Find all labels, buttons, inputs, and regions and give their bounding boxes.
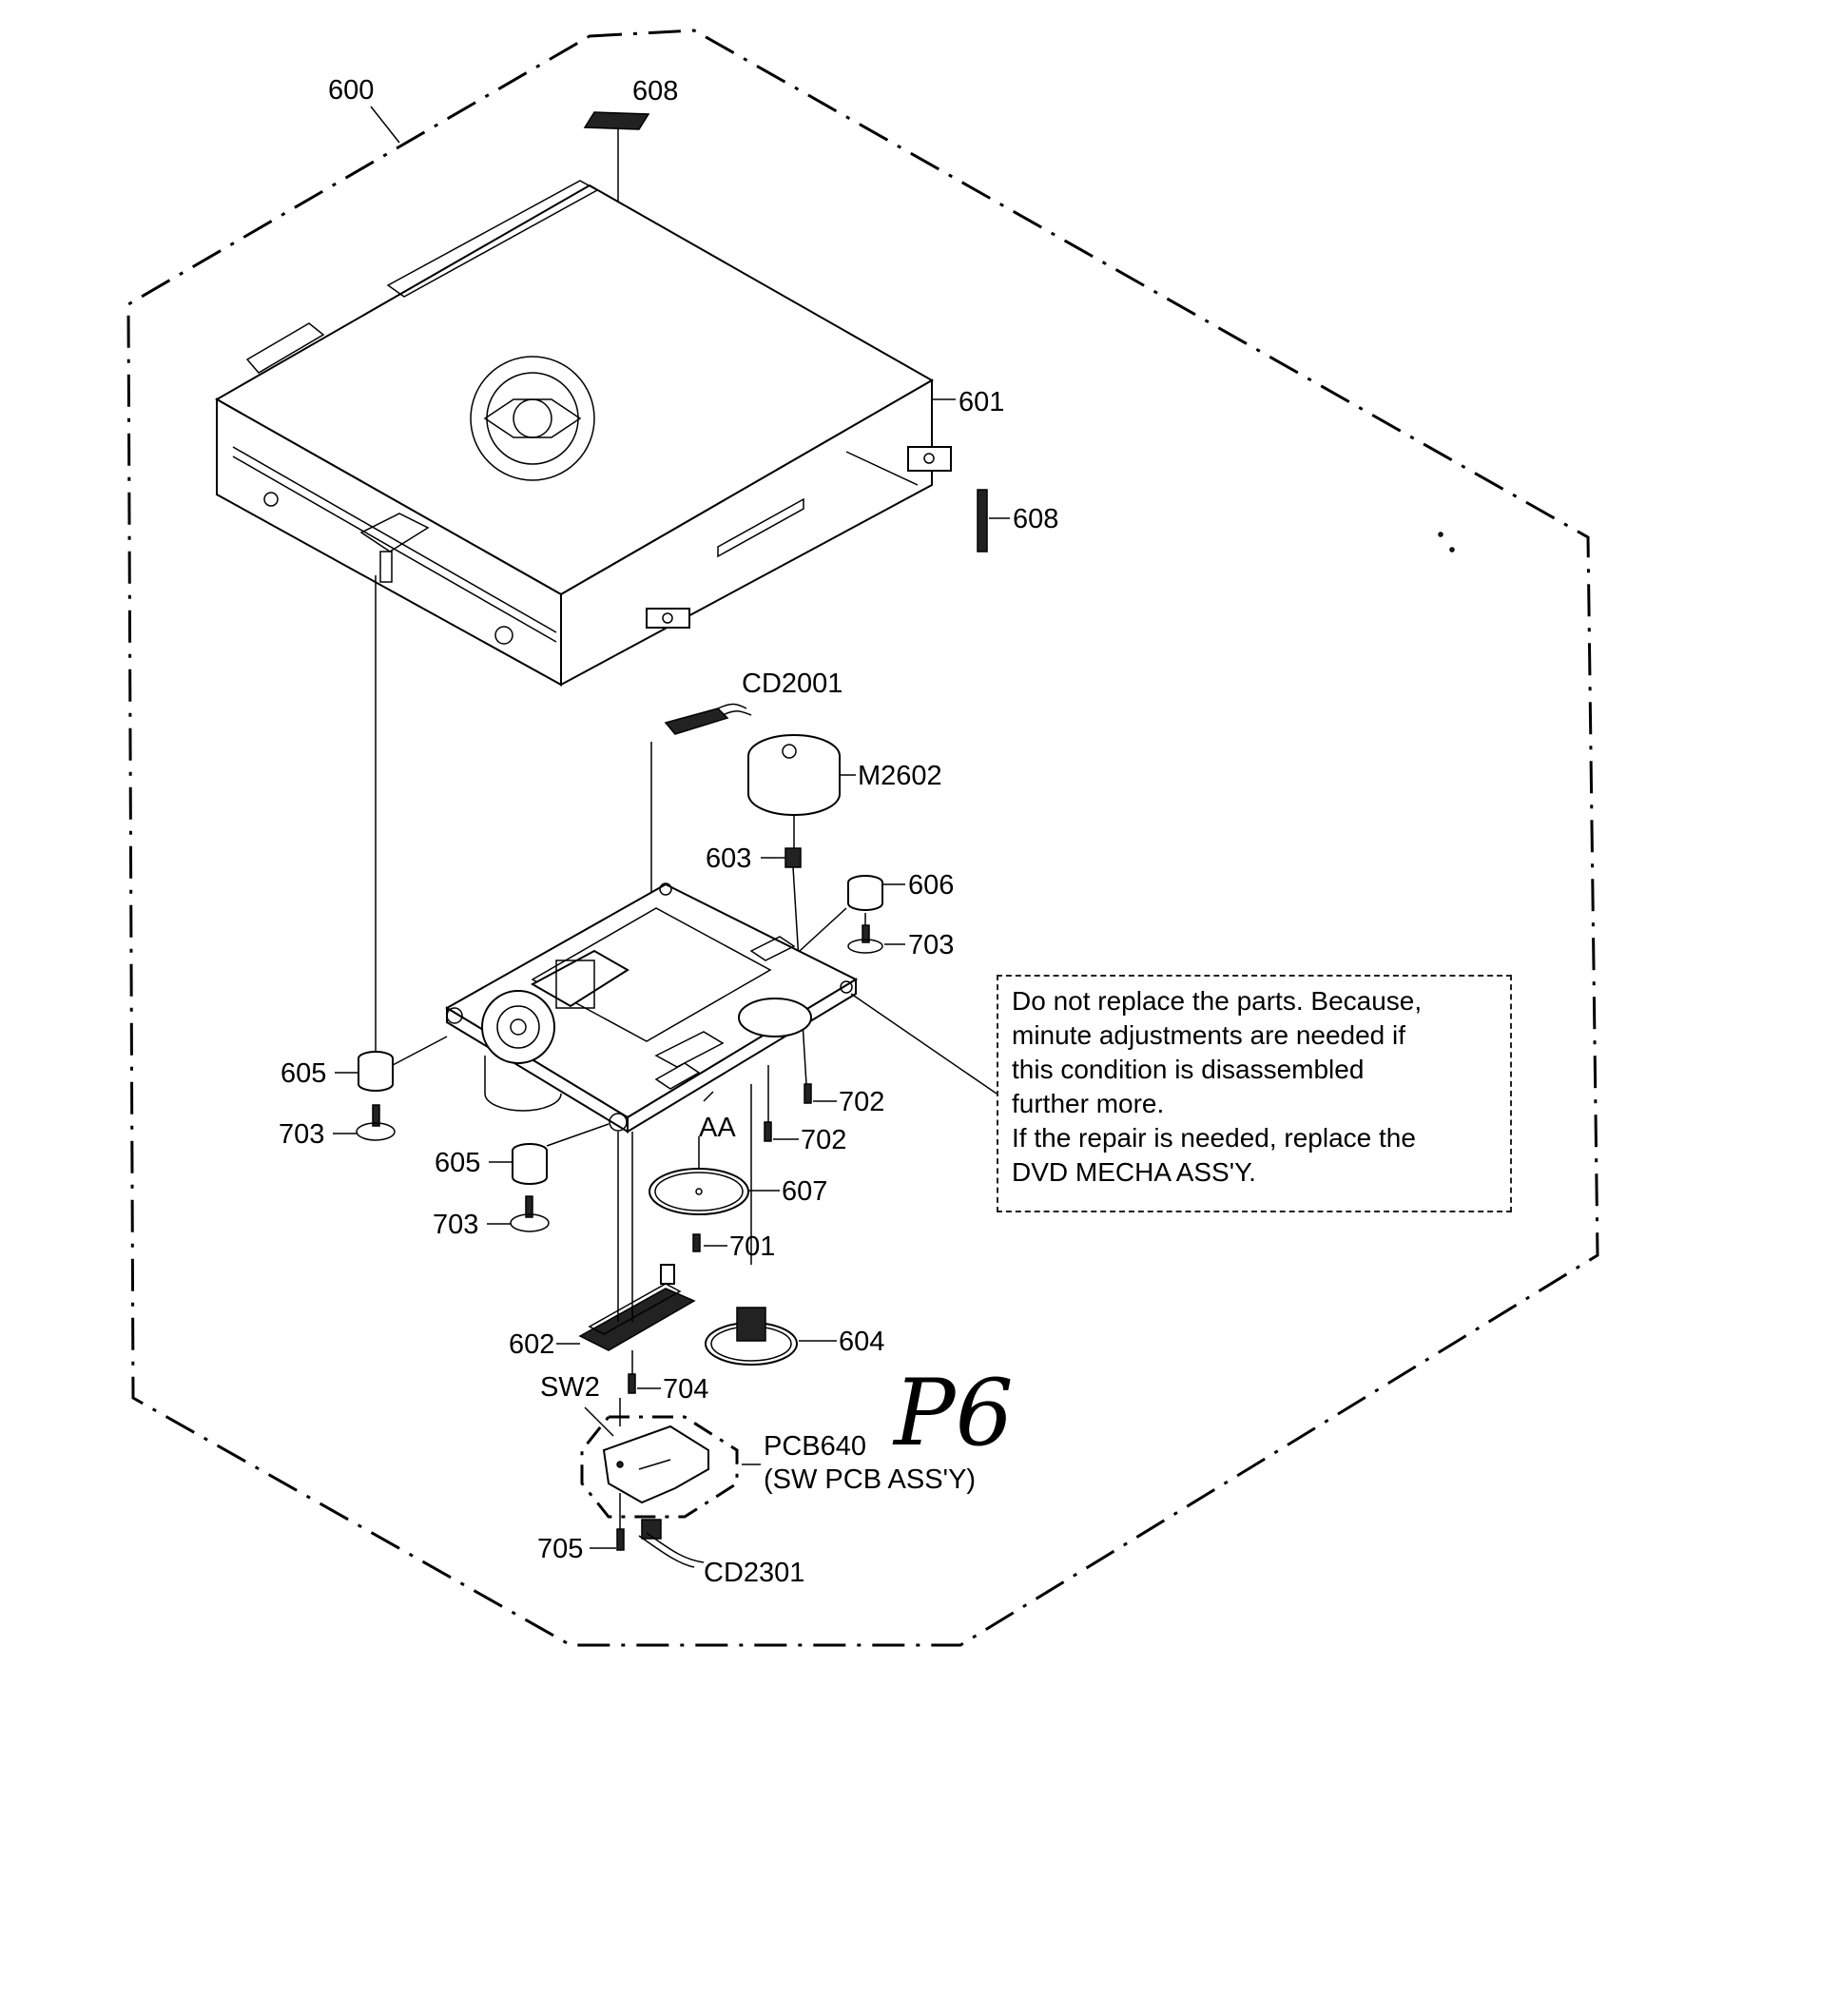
part-M2602-motor: [747, 734, 856, 861]
part-605-damper-lower: [489, 1123, 610, 1185]
part-703-screw-b: [333, 1104, 396, 1141]
label-703-lower: 703: [433, 1210, 478, 1240]
label-CD2301: CD2301: [704, 1558, 804, 1588]
part-705-screw: [590, 1528, 625, 1551]
part-608-side-tape: [977, 489, 1010, 552]
label-701: 701: [729, 1231, 775, 1262]
part-608-top-tape: [583, 111, 650, 207]
label-607: 607: [782, 1176, 827, 1207]
label-702-lower: 702: [801, 1125, 846, 1155]
part-703-screw-a: [847, 924, 905, 954]
handwritten-page-mark: P6: [894, 1360, 1014, 1466]
note-line-3: this condition is disassembled: [1012, 1055, 1365, 1084]
label-SW2: SW2: [540, 1372, 600, 1403]
note-line-6: DVD MECHA ASS'Y.: [1012, 1157, 1256, 1187]
part-606-damper: [788, 875, 905, 961]
label-703-right: 703: [908, 930, 954, 960]
part-604-gear: [705, 1307, 837, 1366]
label-M2602: M2602: [858, 761, 942, 791]
label-604: 604: [839, 1327, 884, 1357]
caution-note: Do not replace the parts. Because, minut…: [997, 975, 1512, 1212]
note-line-4: further more.: [1012, 1089, 1165, 1118]
label-600: 600: [328, 75, 374, 106]
note-line-2: minute adjustments are needed if: [1012, 1020, 1406, 1050]
part-702-screw-a: [804, 1083, 837, 1104]
part-traverse-chassis: [445, 882, 997, 1134]
note-line-5: If the repair is needed, replace the: [1012, 1123, 1416, 1153]
label-705: 705: [537, 1534, 583, 1564]
label-601: 601: [959, 387, 1004, 417]
stray-mark: [1438, 532, 1443, 537]
label-AA: AA: [699, 1113, 736, 1143]
note-line-1: Do not replace the parts. Because,: [1012, 986, 1423, 1016]
label-SW-PCB-ASSY: (SW PCB ASS'Y): [764, 1464, 976, 1495]
part-601-dvd-mechanism-housing: [214, 180, 956, 687]
part-703-screw-c: [487, 1195, 550, 1232]
part-605-damper-left: [335, 1036, 448, 1092]
label-CD2001: CD2001: [742, 669, 843, 699]
label-606: 606: [908, 870, 954, 901]
assembly-outline: [126, 29, 1599, 1647]
stray-mark: [1449, 547, 1455, 552]
label-608-top: 608: [632, 76, 678, 107]
label-608-side: 608: [1013, 504, 1058, 534]
part-PCB640-sw-pcb: [580, 1398, 761, 1531]
leader-AA: [703, 1091, 714, 1102]
label-602: 602: [509, 1329, 554, 1360]
part-704-screw: [628, 1350, 661, 1394]
label-704: 704: [663, 1374, 708, 1405]
label-702-upper: 702: [839, 1087, 884, 1117]
cable-CD2301: [638, 1519, 705, 1568]
label-PCB640: PCB640: [764, 1431, 866, 1462]
label-605-lower: 605: [435, 1148, 480, 1178]
label-703-left: 703: [279, 1119, 324, 1150]
label-605-left: 605: [281, 1058, 326, 1089]
part-701-screw: [692, 1233, 727, 1252]
part-702-screw-b: [764, 1065, 799, 1142]
part-602-slider: [556, 1132, 696, 1351]
label-603: 603: [706, 843, 751, 874]
part-607-gear-disc: [649, 1136, 780, 1215]
